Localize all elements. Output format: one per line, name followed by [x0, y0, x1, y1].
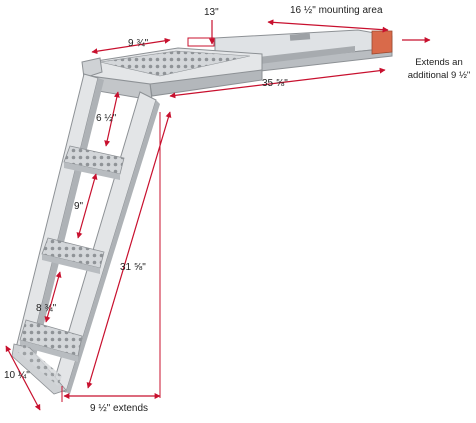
- label-extends-additional: Extends an additional 9 ½": [404, 56, 474, 82]
- label-ladder-extends: 9 ½" extends: [90, 403, 149, 414]
- dim-overall-length: [169, 67, 386, 99]
- label-mounting-area: 16 ½" mounting area: [290, 5, 383, 16]
- dim-ladder-length: [86, 111, 172, 389]
- label-middle-step-spacing: 9": [74, 201, 84, 212]
- dimension-lines: [5, 19, 431, 411]
- dim-mounting-area: [267, 19, 389, 33]
- label-platform-width: 9 ¾": [128, 38, 149, 49]
- mounting-bracket: [371, 30, 393, 55]
- label-lower-step-spacing: 8 ¾": [36, 303, 57, 314]
- label-top-step-spacing: 6 ½": [96, 113, 117, 124]
- dim-13-box: [187, 37, 215, 47]
- label-overall-length: 35 ⅝": [262, 78, 288, 89]
- label-foot-width: 10 ¼": [4, 370, 30, 381]
- dim-lower-step: [44, 271, 62, 323]
- label-extends-line1: Extends an: [415, 57, 463, 68]
- dim-foot-width: [5, 345, 41, 411]
- label-ladder-length: 31 ⅝": [120, 262, 146, 273]
- label-extends-line2: additional 9 ½": [407, 70, 471, 81]
- label-platform-depth: 13": [204, 7, 219, 18]
- platform: [81, 47, 263, 101]
- dim-platform-width: [91, 37, 171, 55]
